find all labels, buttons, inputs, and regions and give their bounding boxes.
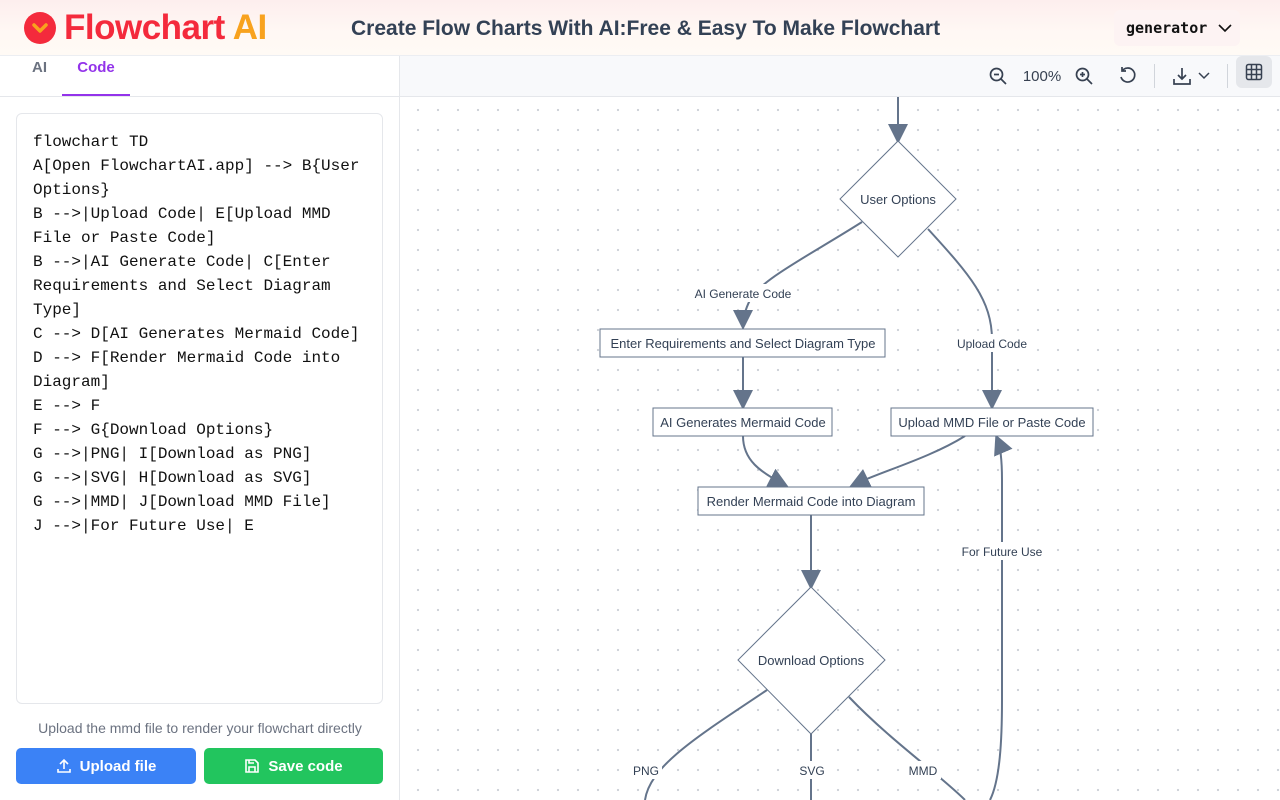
edge-d-f — [742, 435, 789, 487]
download-button[interactable] — [1170, 61, 1212, 91]
header: Flowchart AI Create Flow Charts With AI:… — [0, 0, 1280, 56]
generator-label: generator — [1126, 19, 1208, 37]
reset-button[interactable] — [1116, 61, 1140, 91]
code-editor[interactable]: flowchart TD A[Open FlowchartAI.app] -->… — [16, 113, 383, 704]
node-render[interactable] — [697, 486, 925, 516]
download-icon — [1173, 68, 1191, 85]
page-title: Create Flow Charts With AI:Free & Easy T… — [351, 17, 941, 40]
tab-bar: AI Code — [0, 56, 399, 97]
logo-accent: AI — [232, 8, 268, 47]
node-ai-gen[interactable] — [652, 407, 833, 437]
node-enter-req[interactable] — [599, 328, 886, 358]
zoom-in-button[interactable] — [1072, 61, 1096, 91]
node-label: Download Options — [758, 653, 865, 668]
tab-code[interactable]: Code — [62, 60, 130, 96]
upload-hint: Upload the mmd file to render your flowc… — [38, 720, 362, 736]
canvas-toolbar: 100% — [400, 56, 1280, 97]
edge-label: SVG — [799, 764, 824, 778]
zoom-out-button[interactable] — [986, 61, 1010, 91]
node-label: Enter Requirements and Select Diagram Ty… — [611, 336, 876, 351]
chevron-down-icon — [1218, 24, 1232, 33]
chevron-down-icon — [1198, 72, 1210, 80]
toolbar-divider — [1154, 64, 1155, 88]
edge-label: PNG — [633, 764, 659, 778]
node-upload-mmd[interactable] — [890, 407, 1094, 437]
upload-icon — [56, 758, 71, 773]
reset-icon — [1120, 67, 1136, 83]
edge-b-e — [927, 228, 1002, 410]
edge-e-f — [849, 435, 966, 488]
node-label: AI Generates Mermaid Code — [660, 415, 825, 430]
tab-ai[interactable]: AI — [32, 59, 47, 76]
diagram-canvas[interactable]: 100% — [400, 56, 1280, 800]
logo-text: Flowchart AI — [64, 10, 267, 46]
node-label: User Options — [860, 192, 936, 207]
upload-file-button[interactable]: Upload file — [16, 748, 196, 784]
left-panel: AI Code flowchart TD A[Open FlowchartAI.… — [0, 56, 400, 800]
toolbar-divider — [1227, 64, 1228, 88]
logo-main: Flowchart — [64, 8, 225, 47]
node-user-options[interactable] — [839, 140, 957, 258]
zoom-in-icon — [1075, 67, 1093, 85]
save-icon — [245, 759, 260, 773]
node-download[interactable] — [737, 586, 886, 735]
node-label: Render Mermaid Code into Diagram — [707, 494, 916, 509]
zoom-level: 100% — [1022, 67, 1062, 85]
edge-b-c — [733, 221, 863, 330]
edge-label: Upload Code — [957, 337, 1027, 351]
edge-j-e — [989, 434, 1013, 800]
save-label: Save code — [268, 757, 343, 775]
logo-icon — [24, 12, 56, 44]
edge-label: For Future Use — [962, 545, 1043, 559]
node-label: Upload MMD File or Paste Code — [898, 415, 1085, 430]
edge-label: AI Generate Code — [695, 287, 792, 301]
logo[interactable]: Flowchart AI — [24, 10, 267, 46]
edge-g-i — [644, 689, 768, 800]
grid-icon — [1245, 63, 1263, 81]
upload-label: Upload file — [79, 757, 157, 775]
edge-label: MMD — [909, 764, 938, 778]
grid-toggle-button[interactable] — [1236, 56, 1272, 88]
edge-g-j — [848, 696, 966, 800]
save-code-button[interactable]: Save code — [204, 748, 383, 784]
generator-dropdown[interactable]: generator — [1114, 10, 1240, 46]
flowchart: User Options Enter Requirements and Sele… — [599, 97, 1094, 800]
zoom-out-icon — [989, 67, 1007, 85]
